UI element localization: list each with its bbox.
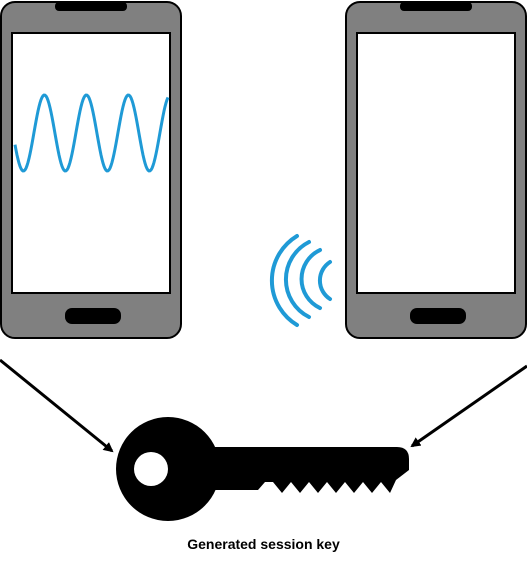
left-phone	[0, 1, 182, 339]
left-arrow	[0, 358, 114, 453]
sine-wave-icon	[13, 93, 170, 173]
right-arrow	[410, 364, 527, 448]
left-phone-home-button	[65, 308, 121, 324]
right-phone-home-button	[410, 308, 466, 324]
right-phone-speaker	[400, 2, 472, 11]
signal-arc-1	[317, 260, 332, 301]
right-phone	[345, 1, 527, 339]
key-hole	[134, 452, 168, 486]
key-icon	[116, 417, 409, 521]
wireless-signal-icon	[269, 234, 332, 327]
left-phone-speaker	[55, 2, 127, 11]
caption-generated-session-key: Generated session key	[187, 536, 340, 552]
signal-arc-4	[269, 234, 299, 327]
signal-arc-3	[283, 240, 311, 319]
right-phone-screen	[356, 32, 516, 294]
key-blade	[195, 447, 409, 493]
signal-arc-2	[299, 248, 322, 310]
